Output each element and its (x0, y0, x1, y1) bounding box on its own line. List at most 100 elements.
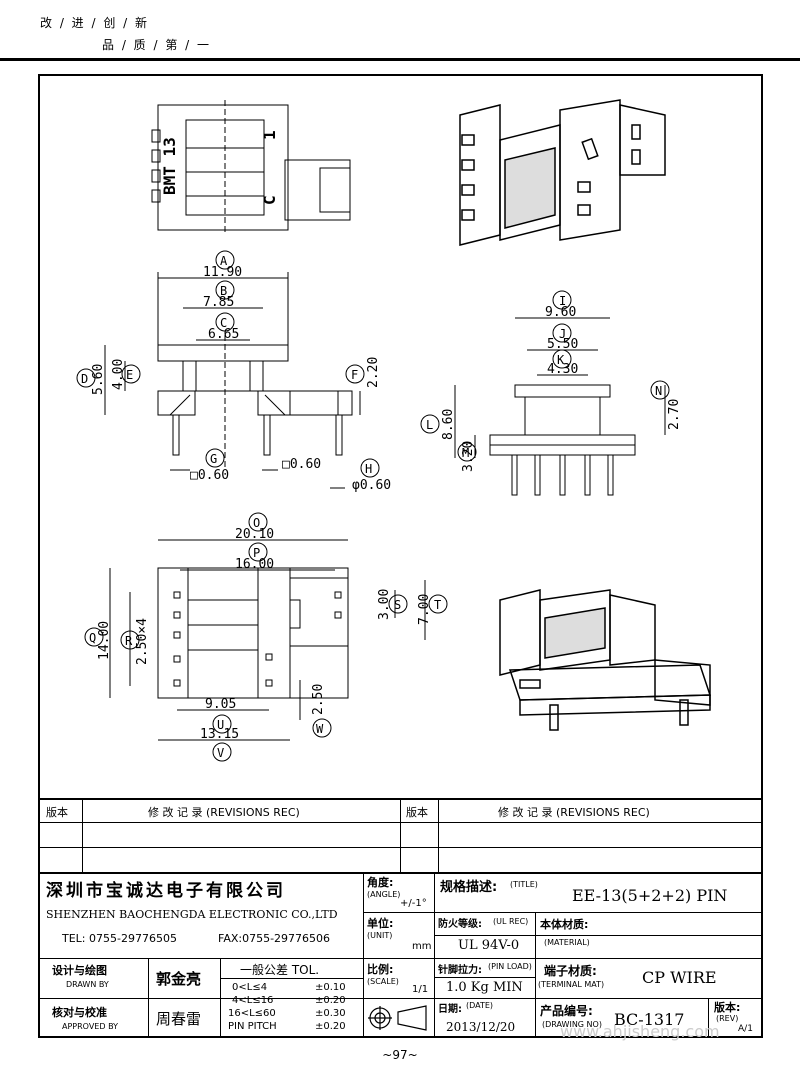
circle-w: W (312, 718, 332, 738)
marking-bmt13: BMT 13 (160, 137, 179, 195)
company-tel: TEL: 0755-29776505 (62, 932, 177, 945)
approved-by-label: 核对与校准 (52, 1006, 107, 1019)
circle-j: J (552, 323, 572, 343)
approved-by-name: 周春雷 (156, 1010, 202, 1028)
company-name-en: SHENZHEN BAOCHENGDA ELECTRONIC CO.,LTD (46, 908, 338, 921)
circle-b: B (215, 280, 235, 300)
tol-val-2: ±0.20 (315, 995, 346, 1006)
top-view: BMT 13 1 C (151, 100, 351, 235)
marking-c: C (260, 195, 279, 205)
circle-labels: A B C D E F G H I J K L M N O P Q R S T … (76, 250, 670, 762)
scale-value: 1/1 (412, 984, 429, 995)
dim-u: 9.05 (205, 697, 236, 712)
slogan-line-1: 改 / 进 / 创 / 新 (40, 16, 150, 30)
rev-record-left: 修 改 记 录 (REVISIONS REC) (148, 806, 300, 819)
svg-text:U: U (217, 718, 224, 732)
circle-n: N (650, 380, 670, 400)
rev-label-right: 版本 (406, 806, 428, 819)
dim-l: 8.60 (441, 409, 456, 440)
svg-text:V: V (217, 746, 224, 760)
circle-h: H (360, 458, 380, 478)
date-label: 日期: (438, 1004, 462, 1015)
unit-label: 单位: (367, 917, 394, 930)
circle-i: I (552, 290, 572, 310)
date-value: 2013/12/20 (446, 1020, 516, 1034)
tol-range-4: PIN PITCH (228, 1021, 277, 1032)
terminal-label: 端子材质: (544, 964, 597, 978)
circle-m: M (457, 442, 477, 462)
isometric-view-bottom (499, 589, 712, 731)
terminal-en: (TERMINAL MAT) (538, 980, 605, 989)
svg-text:L: L (426, 418, 433, 432)
dim-f: 2.20 (366, 357, 381, 388)
svg-text:F: F (351, 368, 358, 382)
title-label: 规格描述: (440, 880, 498, 895)
svg-text:S: S (394, 598, 401, 612)
circle-p: P (248, 542, 268, 562)
circle-c: C (215, 312, 235, 332)
dim-t: 7.00 (417, 594, 432, 625)
drawn-by-en: DRAWN BY (66, 980, 109, 989)
pin-load-label: 针脚拉力: (438, 965, 482, 976)
title-value: EE-13(5+2+2) PIN (572, 886, 728, 905)
material-label: 本体材质: (540, 918, 589, 931)
circle-v: V (212, 742, 232, 762)
unit-en: (UNIT) (367, 931, 393, 940)
front-view (104, 272, 361, 489)
circle-u: U (212, 714, 232, 734)
circle-e: E (121, 364, 141, 384)
svg-text:J: J (559, 327, 566, 341)
dim-v: 13.15 (200, 727, 239, 742)
svg-text:I: I (559, 294, 566, 308)
rev-en: (REV) (716, 1014, 739, 1023)
circle-r: R (120, 630, 140, 650)
angle-value: +/-1° (400, 898, 427, 909)
tol-val-4: ±0.20 (315, 1021, 346, 1032)
bottom-view-dimensions: 20.10 16.00 14.00 2.50×4 3.00 7.00 9.05 … (97, 527, 432, 742)
ul-value: UL 94V-0 (458, 938, 520, 953)
svg-text:K: K (557, 353, 565, 367)
scale-label: 比例: (367, 963, 394, 976)
main-title-block (38, 872, 763, 1038)
svg-text:O: O (253, 516, 260, 530)
side-view (454, 317, 666, 496)
dim-g2: □0.60 (282, 457, 321, 472)
svg-text:R: R (125, 634, 133, 648)
isometric-view-top (459, 99, 666, 246)
material-en: (MATERIAL) (544, 938, 590, 947)
bottom-view (109, 539, 426, 741)
angle-en: (ANGLE) (367, 890, 401, 899)
pin-load-en: (PIN LOAD) (488, 962, 532, 971)
ul-en: (UL REC) (493, 917, 529, 926)
circle-q: Q (84, 627, 104, 647)
dim-s: 3.00 (377, 589, 392, 620)
svg-text:H: H (365, 462, 372, 476)
dim-r: 2.50×4 (135, 618, 150, 665)
svg-text:C: C (220, 316, 227, 330)
marking-1: 1 (260, 130, 279, 140)
circle-k: K (552, 349, 572, 369)
title-en: (TITLE) (510, 880, 538, 889)
svg-text:A: A (220, 254, 228, 268)
dim-k: 4.30 (547, 362, 578, 377)
dim-a: 11.90 (203, 265, 242, 280)
rev-value: A/1 (738, 1024, 753, 1034)
tolerance-title: 一般公差 TOL. (240, 963, 320, 977)
company-fax: FAX:0755-29776506 (218, 932, 331, 945)
dim-c: 6.65 (208, 327, 239, 342)
approved-by-en: APPROVED BY (62, 1022, 119, 1031)
tol-range-3: 16<L≤60 (228, 1008, 276, 1019)
page-number: ~97~ (382, 1048, 418, 1062)
rev-label-left: 版本 (46, 806, 68, 819)
circle-g: G (205, 448, 225, 468)
slogan-line-2: 品 / 质 / 第 / 一 (102, 38, 212, 52)
dim-m: 3.20 (461, 441, 476, 472)
dim-w: 2.50 (311, 684, 326, 715)
svg-text:T: T (434, 598, 441, 612)
drawing-no-en: (DRAWING NO) (542, 1020, 602, 1029)
unit-value: mm (412, 941, 432, 952)
tol-val-1: ±0.10 (315, 982, 346, 993)
svg-text:E: E (126, 368, 133, 382)
company-name-cn: 深圳市宝诚达电子有限公司 (46, 881, 286, 901)
technical-drawing: BMT 13 1 C (76, 99, 712, 762)
